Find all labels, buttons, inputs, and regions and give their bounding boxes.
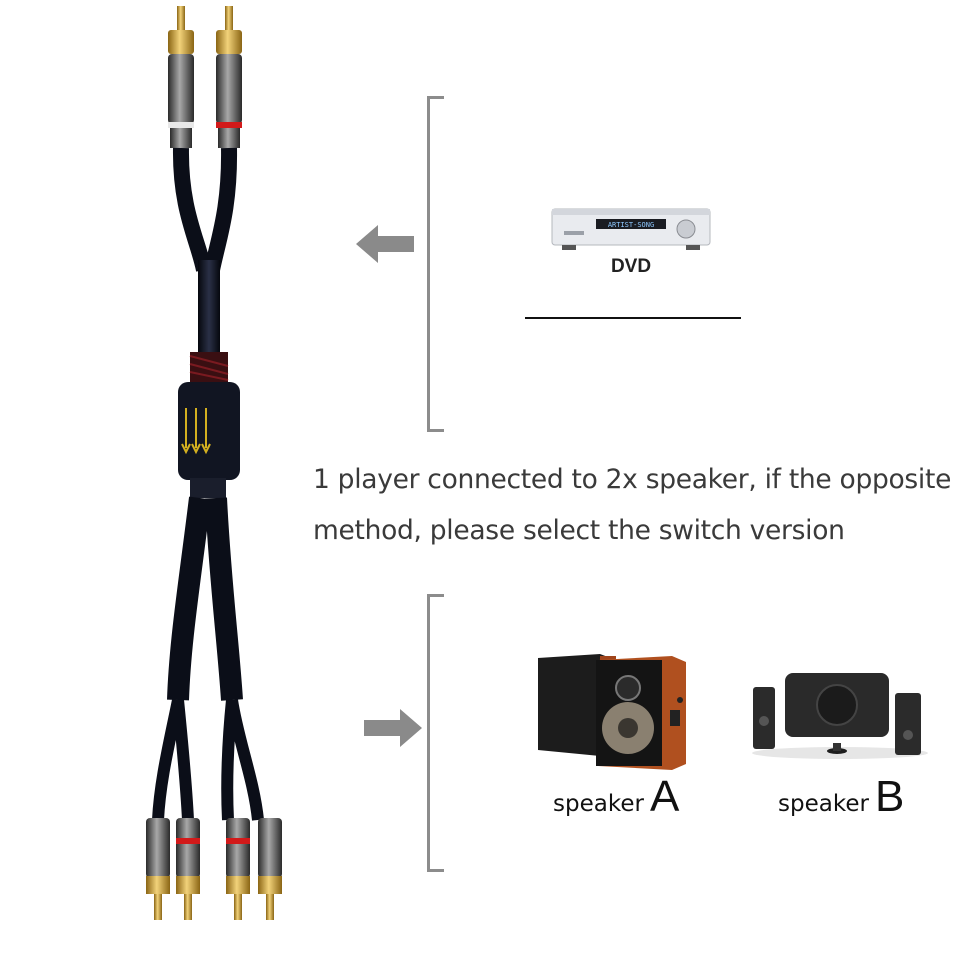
rca-splitter-cable-image	[146, 6, 282, 920]
top-bracket	[427, 96, 444, 432]
splitter-barrel	[178, 382, 240, 480]
dvd-player-image: ARTIST-SONG	[551, 208, 711, 250]
speaker-b-image	[752, 673, 928, 759]
top-rca-plug-white	[168, 6, 194, 148]
divider-line	[525, 317, 741, 319]
top-rca-plug-red	[216, 6, 242, 148]
connection-description: 1 player connected to 2x speaker, if the…	[313, 464, 952, 546]
speaker-b-letter: B	[874, 772, 905, 821]
arrow-right-icon	[362, 709, 422, 747]
speaker-a-image	[538, 654, 686, 770]
speaker-b-word: speaker	[778, 791, 869, 817]
speaker-a-letter: A	[649, 772, 680, 821]
arrow-left-icon	[356, 225, 416, 263]
bottom-bracket	[427, 594, 444, 872]
bottom-rca-plugs	[146, 818, 282, 920]
dvd-label: DVD	[610, 256, 652, 277]
speaker-a-word: speaker	[553, 791, 644, 817]
dvd-display-text: ARTIST-SONG	[608, 221, 654, 229]
